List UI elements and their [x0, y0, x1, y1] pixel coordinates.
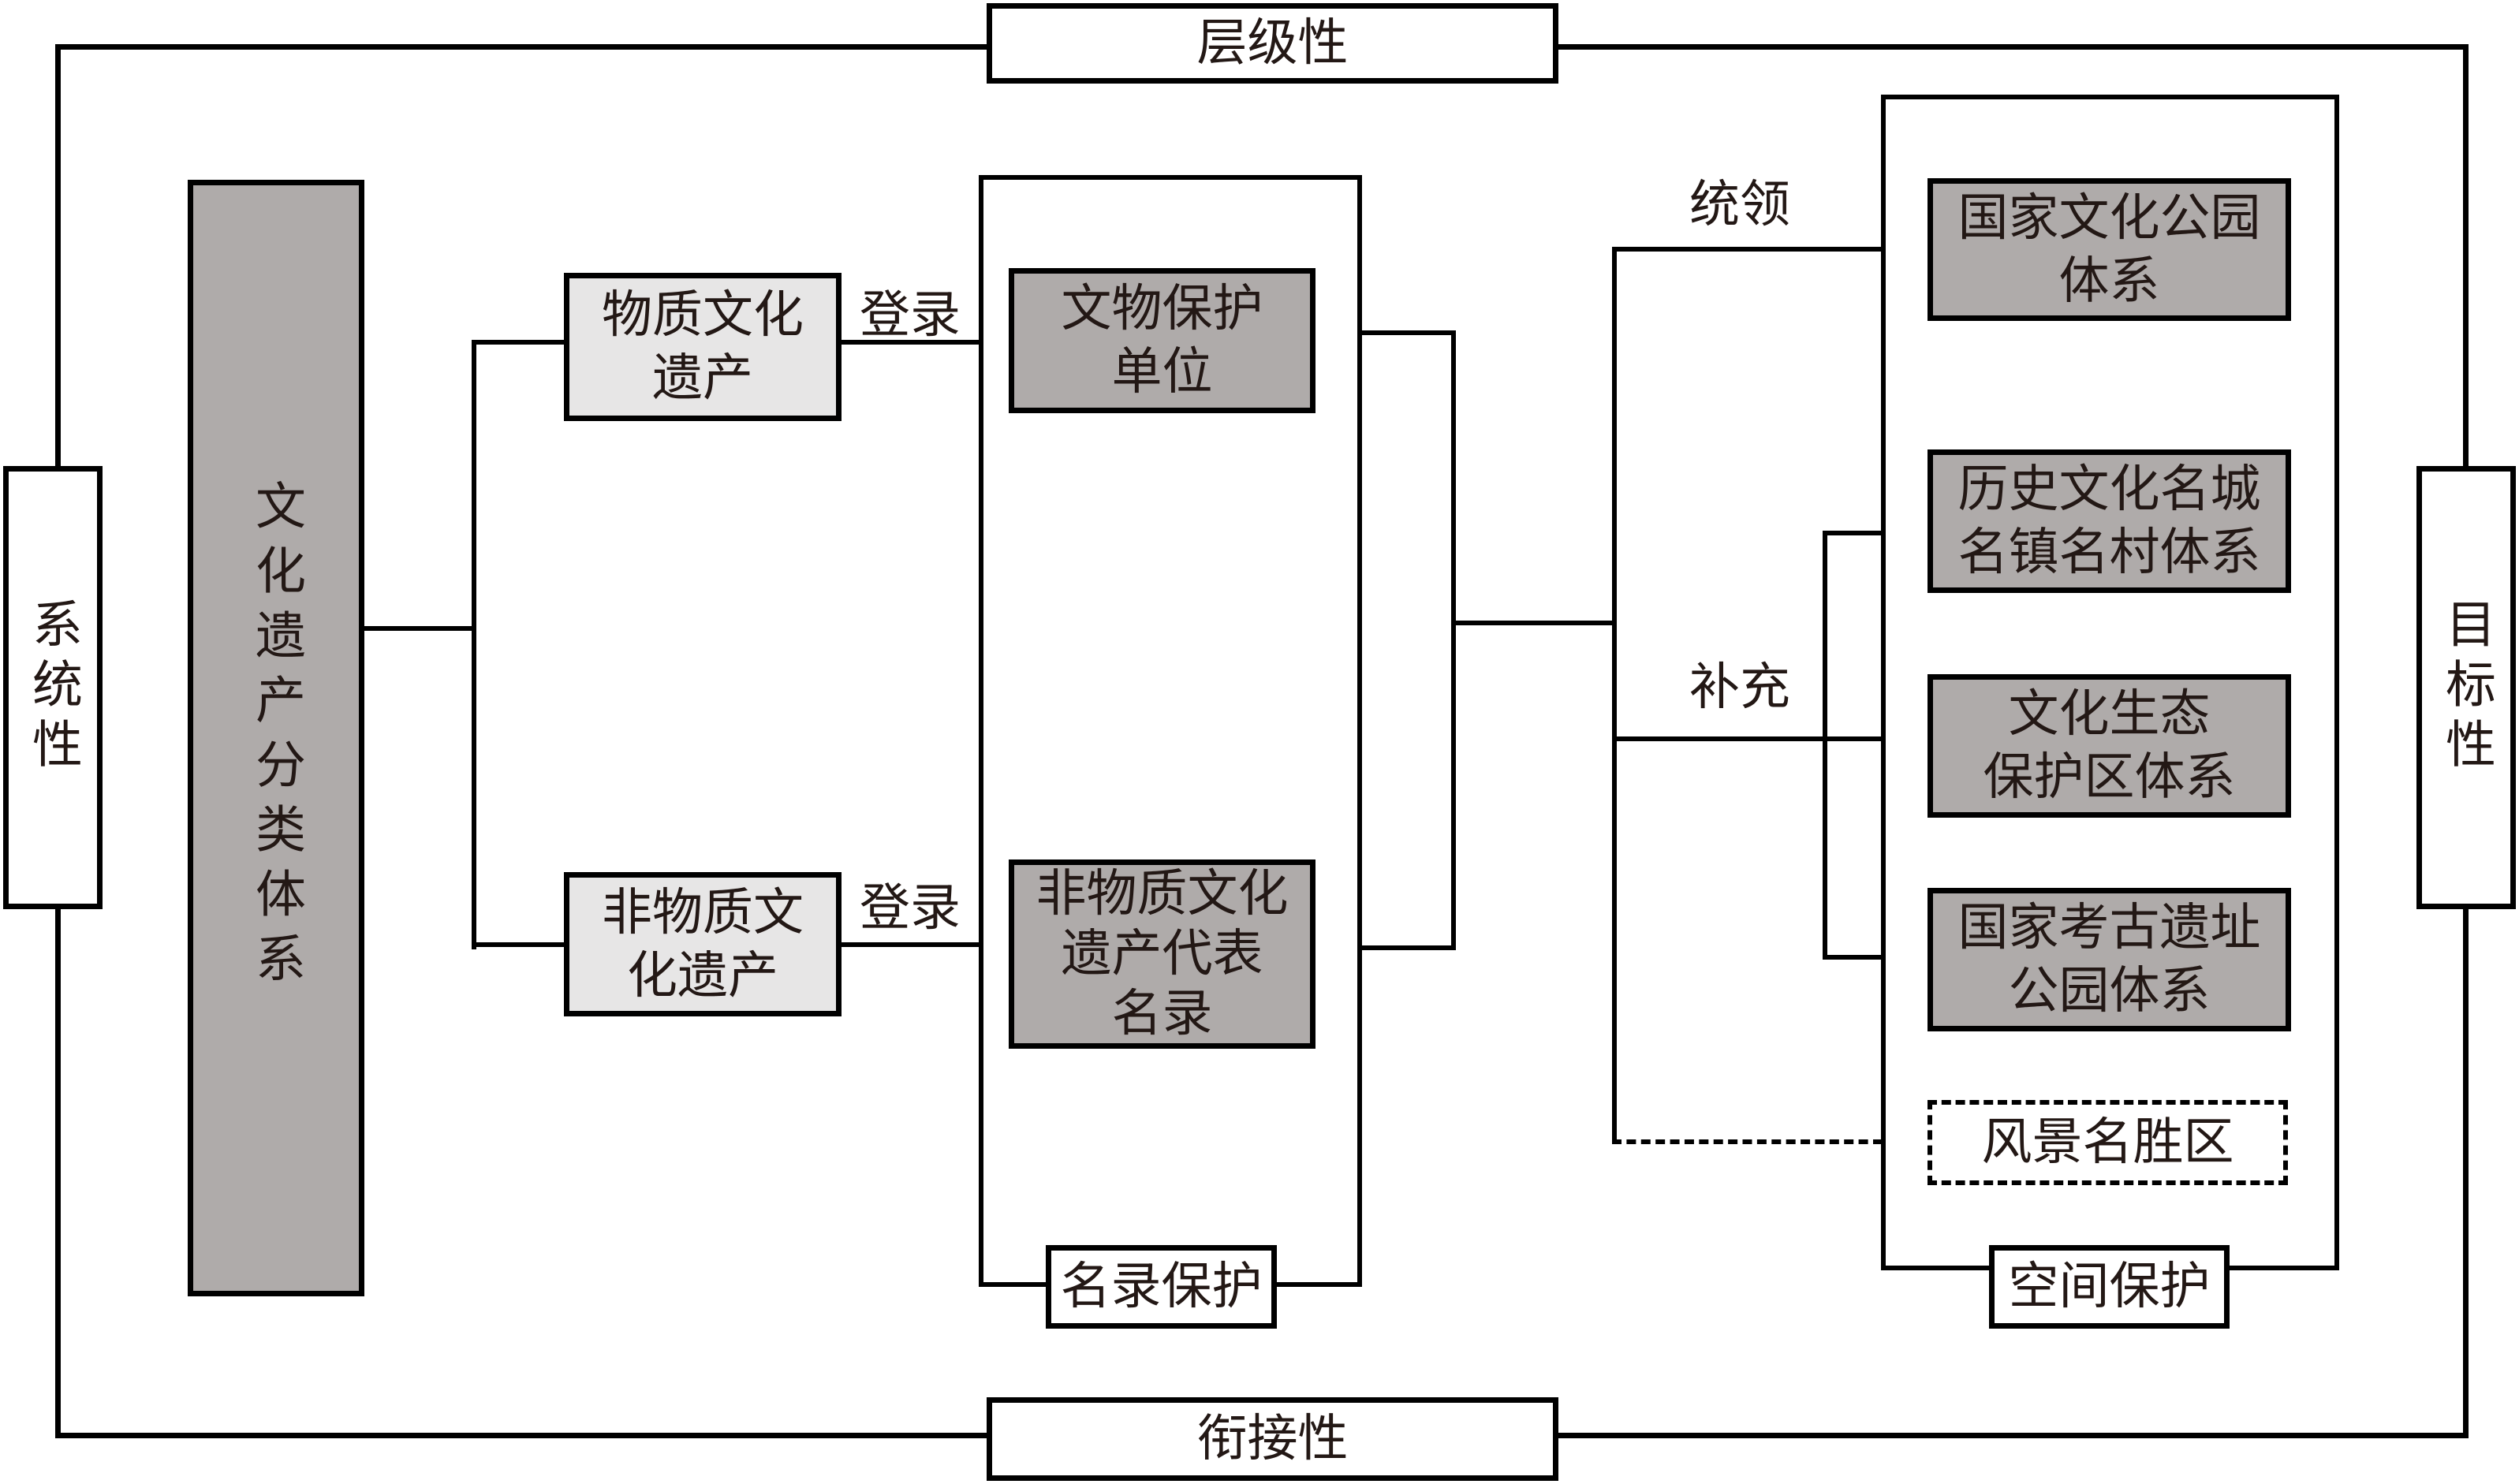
list-protection-box: 名录保护 [1046, 1245, 1277, 1329]
intangible-heritage-box: 非物质文 化遗产 [564, 872, 842, 1016]
national-cultural-park-label: 国家文化公园 体系 [1957, 188, 2261, 311]
supplement-bracket [1823, 531, 1827, 960]
target-label: 目标性 [2437, 598, 2495, 777]
cultural-relics-unit-box: 文物保护 单位 [1009, 268, 1315, 413]
cultural-ecology-label: 文化生态 保护区体系 [1983, 685, 2236, 807]
scenic-area-box: 风景名胜区 [1928, 1100, 2288, 1185]
historic-cities-label: 历史文化名城 名镇名村体系 [1957, 460, 2261, 582]
supplement-branch-1 [1823, 531, 1884, 535]
tangible-heritage-box: 物质文化 遗产 [564, 273, 842, 421]
intangible-connector [472, 942, 564, 947]
relation-trunk [1612, 247, 1617, 1144]
tangible-connector [472, 340, 564, 345]
tangible-register-line [842, 340, 980, 345]
systematic-label: 系统性 [24, 598, 82, 777]
supplement-branch-2 [1823, 736, 1884, 741]
tangible-register-label: 登录 [860, 286, 961, 345]
scenic-area-label: 风景名胜区 [1981, 1113, 2234, 1172]
supplement-label: 补充 [1689, 658, 1790, 717]
middle-upper-connector [1362, 330, 1456, 335]
intangible-register-line [842, 942, 980, 947]
scenic-area-dashed-connector [1612, 1139, 1883, 1144]
cultural-relics-unit-label: 文物保护 单位 [1061, 280, 1263, 401]
archaeological-park-label: 国家考古遗址 公园体系 [1957, 899, 2261, 1020]
intangible-list-box: 非物质文化 遗产代表 名录 [1009, 859, 1315, 1049]
national-cultural-park-box: 国家文化公园 体系 [1928, 178, 2291, 321]
tangible-heritage-label: 物质文化 遗产 [602, 286, 804, 408]
historic-cities-box: 历史文化名城 名镇名村体系 [1928, 449, 2291, 593]
cultural-ecology-box: 文化生态 保护区体系 [1928, 674, 2291, 818]
root-classification-label: 文化遗产分类体系 [247, 479, 305, 997]
lead-label: 统领 [1689, 176, 1790, 234]
connection-box: 衔接性 [987, 1397, 1558, 1481]
spatial-protection-label: 空间保护 [2008, 1258, 2211, 1316]
spatial-protection-box: 空间保护 [1989, 1245, 2230, 1329]
middle-lower-connector [1362, 945, 1456, 950]
hierarchy-label: 层级性 [1196, 14, 1349, 73]
middle-bracket [1451, 330, 1456, 950]
archaeological-park-box: 国家考古遗址 公园体系 [1928, 888, 2291, 1031]
connection-label: 衔接性 [1196, 1410, 1349, 1468]
intangible-heritage-label: 非物质文 化遗产 [602, 883, 804, 1005]
hierarchy-box: 层级性 [987, 3, 1558, 84]
middle-output-connector [1451, 621, 1617, 625]
list-protection-label: 名录保护 [1060, 1258, 1263, 1316]
root-connector [364, 626, 476, 631]
intangible-register-label: 登录 [860, 879, 961, 938]
lead-connector [1612, 247, 1884, 252]
category-bracket [472, 340, 476, 949]
root-classification-box: 文化遗产分类体系 [188, 180, 364, 1296]
systematic-box: 系统性 [3, 466, 103, 909]
intangible-list-label: 非物质文化 遗产代表 名录 [1036, 865, 1289, 1043]
target-box: 目标性 [2416, 466, 2516, 909]
supplement-connector [1612, 736, 1827, 741]
supplement-branch-3 [1823, 955, 1884, 960]
